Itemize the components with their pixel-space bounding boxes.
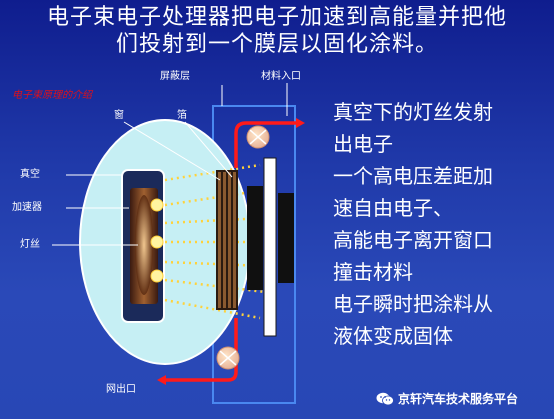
filament-spark [150, 269, 164, 283]
explanation-line: 真空下的灯丝发射 [333, 100, 493, 124]
watermark: 京轩汽车技术服务平台 [376, 390, 518, 407]
material-out-arrow [157, 375, 166, 385]
explanation-line: 速自由电子、 [333, 196, 453, 220]
vacuum-label: 真空 [20, 169, 40, 180]
explanation-line: 出电子 [333, 132, 393, 156]
filament-sparks [150, 198, 164, 283]
drum-block-2 [247, 186, 263, 290]
filament-spark [150, 235, 164, 249]
material-path [165, 121, 300, 382]
beam-ray [164, 163, 261, 182]
shield-label: 屏蔽层 [160, 71, 190, 82]
cathode-glow [135, 195, 153, 295]
foil-leader [184, 121, 233, 178]
explanation-line: 高能电子离开窗口 [333, 228, 493, 252]
explanation-line: 液体变成固体 [333, 324, 453, 348]
explanation-line: 一个高电压差距加 [333, 164, 493, 188]
explanation-list: 真空下的灯丝发射 出电子 一个高电压差距加 速自由电子、 高能电子离开窗口 撞击… [333, 96, 553, 352]
material-in-arrow [296, 118, 305, 128]
filament-label: 灯丝 [20, 239, 40, 250]
net-out-label: 网出口 [106, 384, 136, 395]
watermark-text: 京轩汽车技术服务平台 [398, 392, 519, 406]
accelerator-label: 加速器 [12, 202, 42, 213]
foil-label: 箔 [177, 110, 187, 121]
wechat-icon [376, 392, 394, 405]
slide-title-line-2: 们投射到一个膜层以固化涂料。 [115, 32, 438, 57]
window-label: 窗 [114, 110, 124, 121]
substrate-film [263, 157, 277, 337]
drum-block [278, 193, 294, 283]
intro-label: 电子束原理的介绍 [12, 90, 92, 101]
explanation-line: 撞击材料 [333, 260, 413, 284]
slide-title-line-1: 电子束电子处理器把电子加速到高能量并把他 [46, 5, 507, 30]
beam-ray [164, 298, 261, 320]
explanation-line: 电子瞬时把涂料从 [333, 292, 493, 316]
material-in-label: 材料入口 [261, 71, 301, 82]
window-foil [216, 170, 238, 310]
slide-title: 电子束电子处理器把电子加速到高能量并把他 们投射到一个膜层以固化涂料。 [0, 4, 554, 58]
filament-spark [150, 198, 164, 212]
window-leader [123, 121, 221, 181]
